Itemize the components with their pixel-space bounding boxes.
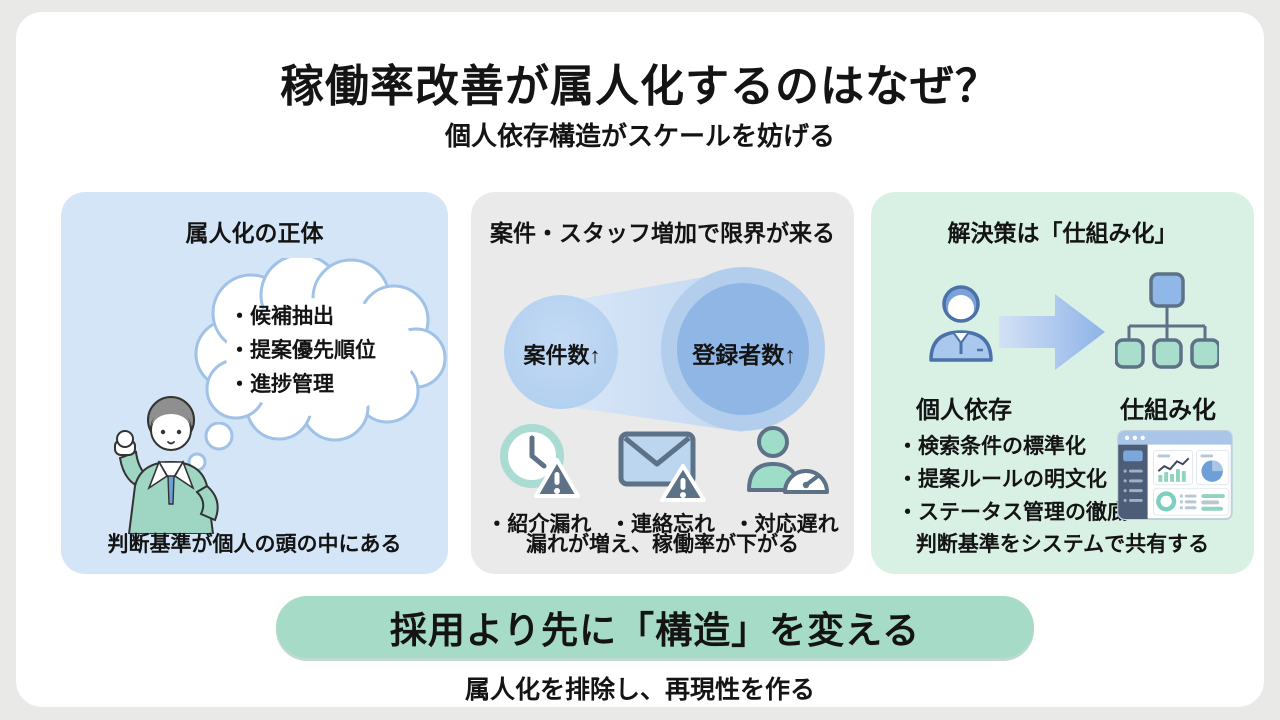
conclusion-banner-text: 採用より先に「構造」を変える	[389, 610, 921, 651]
arrow-right-icon	[999, 286, 1107, 378]
solution-bullet: ・ステータス管理の徹底	[897, 501, 1128, 524]
issue-label: ・連絡忘れ	[610, 513, 715, 536]
solution-bullet-list: ・検索条件の標準化 ・提案ルールの明文化 ・ステータス管理の徹底	[897, 430, 1128, 529]
panel-right-footer: 判断基準をシステムで共有する	[915, 533, 1210, 556]
person-gauge-icon	[743, 422, 830, 502]
panel-middle-footer: 漏れが増え、稼働率が下がる	[526, 533, 799, 556]
issue-contact-forgotten: ・連絡忘れ	[601, 422, 725, 538]
conclusion-banner: 採用より先に「構造」を変える	[276, 596, 1034, 658]
panel-left-header: 属人化の正体	[185, 220, 324, 246]
circle-label-cases: 案件数↑	[523, 343, 601, 368]
cloud-item: ・進捗管理	[229, 373, 334, 396]
clock-warning-icon	[496, 422, 582, 502]
person-illustration	[114, 396, 219, 534]
dashboard-icon	[1117, 430, 1233, 520]
panel-middle-header: 案件・スタッフ増加で限界が来る	[490, 220, 835, 246]
panel-solution: 解決策は「仕組み化」	[871, 192, 1254, 574]
cloud-item: ・候補抽出	[229, 305, 334, 328]
label-systemized: 仕組み化	[1120, 397, 1216, 424]
thought-cloud	[194, 258, 447, 442]
panel-personalization: 属人化の正体 ・候補抽出 ・提案優先順位 ・進捗管理	[61, 192, 448, 574]
label-person-dependent: 個人依存	[916, 397, 1012, 424]
envelope-warning-icon	[617, 422, 709, 502]
cloud-item: ・提案優先順位	[229, 339, 376, 362]
solution-bullet: ・提案ルールの明文化	[897, 468, 1107, 491]
solution-bullet: ・検索条件の標準化	[897, 435, 1086, 458]
issues-row: ・紹介漏れ ・連絡忘れ	[477, 422, 848, 538]
issue-referral-miss: ・紹介漏れ	[477, 422, 601, 538]
circle-label-registrants: 登録者数↑	[692, 342, 796, 368]
growth-circles-graphic	[504, 267, 825, 432]
before-after-graphic: 個人依存 仕組み化	[871, 272, 1254, 424]
panel-left-footer: 判断基準が個人の頭の中にある	[107, 533, 402, 556]
page-subtitle: 個人依存構造がスケールを妨げる	[444, 121, 835, 151]
issue-label: ・対応遅れ	[733, 513, 839, 536]
org-chart-icon	[1114, 272, 1221, 384]
panel-right-header: 解決策は「仕組み化」	[947, 220, 1178, 246]
panel-growth-limit: 案件・スタッフ増加で限界が来る 案件数↑ 登録者数↑	[471, 192, 854, 574]
issue-label: ・紹介漏れ	[486, 513, 592, 536]
page-title: 稼働率改善が属人化するのはなぜ？	[280, 62, 1000, 111]
closing-caption: 属人化を排除し、再現性を作る	[464, 676, 815, 704]
slide-background: 稼働率改善が属人化するのはなぜ？ 個人依存構造がスケールを妨げる 属人化の正体 …	[16, 12, 1264, 707]
issue-slow-response: ・対応遅れ	[724, 422, 848, 538]
cloud-item-list: ・候補抽出 ・提案優先順位 ・進捗管理	[229, 300, 439, 402]
person-icon	[923, 280, 999, 362]
